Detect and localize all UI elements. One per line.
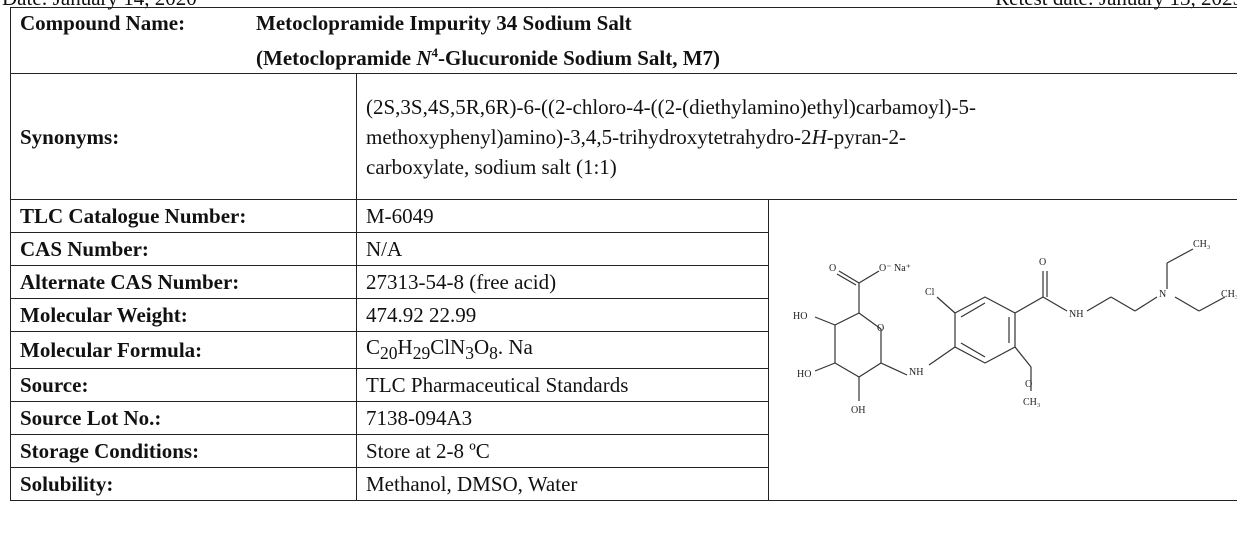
solubility-label: Solubility: — [10, 467, 357, 502]
compound-name-line1: Metoclopramide Impurity 34 Sodium Salt — [256, 11, 632, 35]
compound-name-label: Compound Name: — [20, 11, 186, 35]
storage-conditions-value: Store at 2-8 ºC — [356, 434, 769, 469]
compound-name-cell: Compound Name: Metoclopramide Impurity 3… — [9, 7, 1237, 74]
storage-conditions-label: Storage Conditions: — [10, 434, 357, 469]
structure-label-oh: OH — [851, 405, 865, 416]
table-row: TLC Catalogue Number: M-6049 — [10, 198, 1237, 502]
structure-label-ho2: HO — [797, 369, 811, 380]
structure-label-o-top: O — [829, 263, 836, 274]
table-row: Molecular Formula: C20H29ClN3O8. Na — [10, 330, 1237, 370]
document-date: Date: January 14, 2020 — [2, 0, 197, 9]
table-row: Alternate CAS Number: 27313-54-8 (free a… — [10, 265, 1237, 299]
structure-label-ring-o: O — [877, 323, 884, 334]
cas-number-value: N/A — [356, 232, 769, 266]
page-header: Date: January 14, 2020 Retest date: Janu… — [0, 0, 1237, 9]
alternate-cas-label: Alternate CAS Number: — [10, 265, 357, 299]
source-lot-label: Source Lot No.: — [10, 401, 357, 436]
compound-name-row: Compound Name: Metoclopramide Impurity 3… — [9, 7, 1237, 74]
structure-label-ch3-b: CH₃ — [1221, 289, 1237, 300]
table-row: Storage Conditions: Store at 2-8 ºC — [10, 434, 1237, 469]
structure-label-ch3-c: CH₃ — [1023, 397, 1040, 408]
tlc-catalogue-label: TLC Catalogue Number: — [10, 199, 357, 233]
synonyms-value: (2S,3S,4S,5R,6R)-6-((2-chloro-4-((2-(die… — [355, 73, 1237, 200]
tlc-catalogue-value: M-6049 — [356, 199, 769, 233]
structure-label-ho1: HO — [793, 311, 807, 322]
molecular-weight-value: 474.92 22.99 — [356, 298, 769, 332]
chemical-structure-cell: O O⁻ Na⁺ O HO HO OH NH Cl O NH N CH₃ CH₃… — [767, 198, 1237, 502]
compound-name-line2: (Metoclopramide N4-Glucuronide Sodium Sa… — [256, 45, 721, 70]
synonyms-label: Synonyms: — [10, 73, 357, 200]
benzene-ring — [928, 271, 1068, 392]
structure-label-o-amide: O — [1039, 257, 1046, 268]
structure-label-nh1: NH — [909, 367, 923, 378]
structure-label-ch3-a: CH₃ — [1193, 239, 1210, 250]
alternate-cas-value: 27313-54-8 (free acid) — [356, 265, 769, 299]
molecular-formula-value: C20H29ClN3O8. Na — [356, 330, 769, 370]
glucuronide-ring — [814, 270, 908, 402]
solubility-value: Methanol, DMSO, Water — [356, 467, 769, 502]
molecular-weight-label: Molecular Weight: — [10, 298, 357, 332]
table-row: Source: TLC Pharmaceutical Standards — [10, 368, 1237, 403]
source-lot-value: 7138-094A3 — [356, 401, 769, 436]
structure-label-n: N — [1159, 289, 1166, 300]
source-label: Source: — [10, 368, 357, 403]
specification-table: Compound Name: Metoclopramide Impurity 3… — [9, 7, 1237, 502]
chemical-structure-image: O O⁻ Na⁺ O HO HO OH NH Cl O NH N CH₃ CH₃… — [793, 239, 1237, 416]
structure-label-o-minus-na: O⁻ Na⁺ — [879, 263, 911, 274]
cas-number-label: CAS Number: — [10, 232, 357, 266]
structure-label-o-methoxy: O — [1025, 379, 1032, 390]
source-value: TLC Pharmaceutical Standards — [356, 368, 769, 403]
solubility-row: Solubility: Methanol, DMSO, Water — [10, 467, 1237, 502]
structure-label-nh2: NH — [1069, 309, 1083, 320]
molecular-formula-label: Molecular Formula: — [10, 330, 357, 370]
structure-label-cl: Cl — [925, 287, 935, 298]
diethylaminoethyl-chain — [1086, 248, 1226, 312]
synonyms-row: Synonyms: (2S,3S,4S,5R,6R)-6-((2-chloro-… — [10, 73, 1237, 200]
retest-date: Retest date: January 13, 2025 — [995, 0, 1237, 9]
table-row: Molecular Weight: 474.92 22.99 — [10, 298, 1237, 332]
table-row: Source Lot No.: 7138-094A3 — [10, 401, 1237, 436]
